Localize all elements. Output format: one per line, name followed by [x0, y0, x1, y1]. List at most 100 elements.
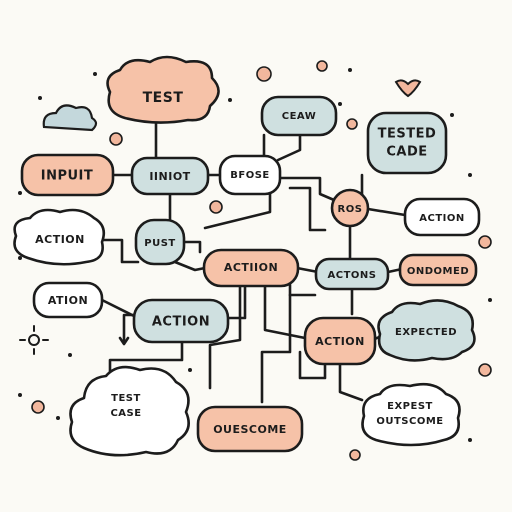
node-label: IINIOT [149, 170, 190, 183]
node-label: OUTSCOME [376, 416, 443, 427]
edge [122, 313, 136, 344]
node-shape [202, 248, 300, 288]
node-label: OUESCOME [213, 423, 287, 436]
node-label: ROS [338, 204, 363, 215]
decorative-cloud [42, 104, 98, 132]
node-shape [132, 298, 230, 344]
decor-dot [93, 72, 97, 76]
node-test: TEST [106, 55, 220, 124]
edge [338, 362, 364, 402]
edge [263, 283, 307, 340]
decor-dot [188, 368, 192, 372]
node-label: TEST [111, 393, 141, 404]
node-label: CADE [386, 145, 427, 160]
decor-dot [38, 96, 42, 100]
edge [288, 186, 327, 232]
node-action-mid: ACTION [132, 298, 230, 344]
node-ondomed: ONDOMED [398, 253, 478, 287]
edge [278, 176, 336, 202]
node-label: EXPECTED [395, 327, 457, 338]
node-expest-outscome: EXPEST OUTSCOME [361, 382, 461, 447]
node-shape [361, 382, 461, 447]
decor-dot [346, 118, 358, 130]
node-shape [366, 111, 448, 175]
node-label: ACTONS [328, 270, 377, 281]
node-label: ACTION [315, 335, 365, 348]
node-bfose: BFOSE [218, 154, 282, 196]
edge [260, 283, 292, 404]
node-ouescome: OUESCOME [196, 405, 304, 453]
node-ceaw: CEAW [260, 95, 338, 137]
node-label: ACTION [35, 233, 85, 246]
node-label: EXPEST [387, 401, 433, 412]
decor-dot [18, 191, 22, 195]
node-shape [330, 188, 370, 228]
decor-dot [68, 353, 72, 357]
node-action-right: ACTION [403, 197, 481, 237]
node-iniot: IINIOT [130, 156, 210, 196]
node-expected: EXPECTED [377, 299, 476, 362]
node-shape [69, 365, 190, 457]
edge [118, 336, 130, 346]
node-shape [20, 153, 115, 197]
node-test-case: TEST CASE [69, 365, 190, 457]
node-label: ACTION [152, 315, 210, 330]
edge [173, 260, 207, 272]
decor-dot [228, 98, 232, 102]
decor-dot [316, 60, 328, 72]
node-label: CEAW [282, 111, 317, 122]
node-actons: ACTONS [314, 257, 390, 291]
edge [100, 238, 140, 264]
node-shape [403, 197, 481, 237]
node-shape [13, 208, 106, 266]
node-input: INPUIT [20, 153, 115, 197]
node-shape [260, 95, 338, 137]
node-shape [218, 154, 282, 196]
edge [295, 266, 320, 274]
node-label: BFOSE [230, 170, 270, 181]
node-shape [106, 55, 220, 124]
node-shape [303, 316, 377, 366]
edge [203, 192, 272, 230]
decor-dot [478, 363, 492, 377]
decor-dot [468, 438, 472, 442]
decor-dot [56, 416, 60, 420]
node-shape [134, 218, 186, 266]
node-action-orange: ACTION [303, 316, 377, 366]
sparkle-icon [19, 325, 49, 355]
decor-dot [450, 113, 454, 117]
edge [208, 283, 242, 390]
decor-dot [468, 173, 472, 177]
node-ros: ROS [330, 188, 370, 228]
decor-dot [348, 68, 352, 72]
decor-dot [349, 449, 361, 461]
node-shape [377, 299, 476, 362]
decorative-dots [31, 60, 492, 461]
node-shape [196, 405, 304, 453]
decor-dot [209, 200, 223, 214]
node-action-cloud-left: ACTION [13, 208, 106, 266]
node-shape [32, 281, 104, 319]
node-label: ACTION [419, 213, 465, 224]
node-label: CASE [110, 408, 141, 419]
node-label: ONDOMED [407, 266, 469, 277]
node-label: ACTIION [224, 261, 278, 274]
decor-dot [18, 393, 22, 397]
decor-dot [338, 102, 342, 106]
decor-dot [488, 298, 492, 302]
decor-dot [256, 66, 272, 82]
small-dots [18, 68, 492, 442]
edge [226, 283, 247, 320]
heart-icon [394, 79, 422, 98]
edge [108, 338, 184, 374]
edge [183, 240, 202, 254]
node-label: PUST [144, 238, 175, 249]
node-label: INPUIT [41, 169, 94, 184]
decor-dot [18, 256, 22, 260]
node-shape [130, 156, 210, 196]
node-shape [398, 253, 478, 287]
node-label: TESTED [378, 127, 437, 142]
node-shape [314, 257, 390, 291]
node-action-center: ACTIION [202, 248, 300, 288]
